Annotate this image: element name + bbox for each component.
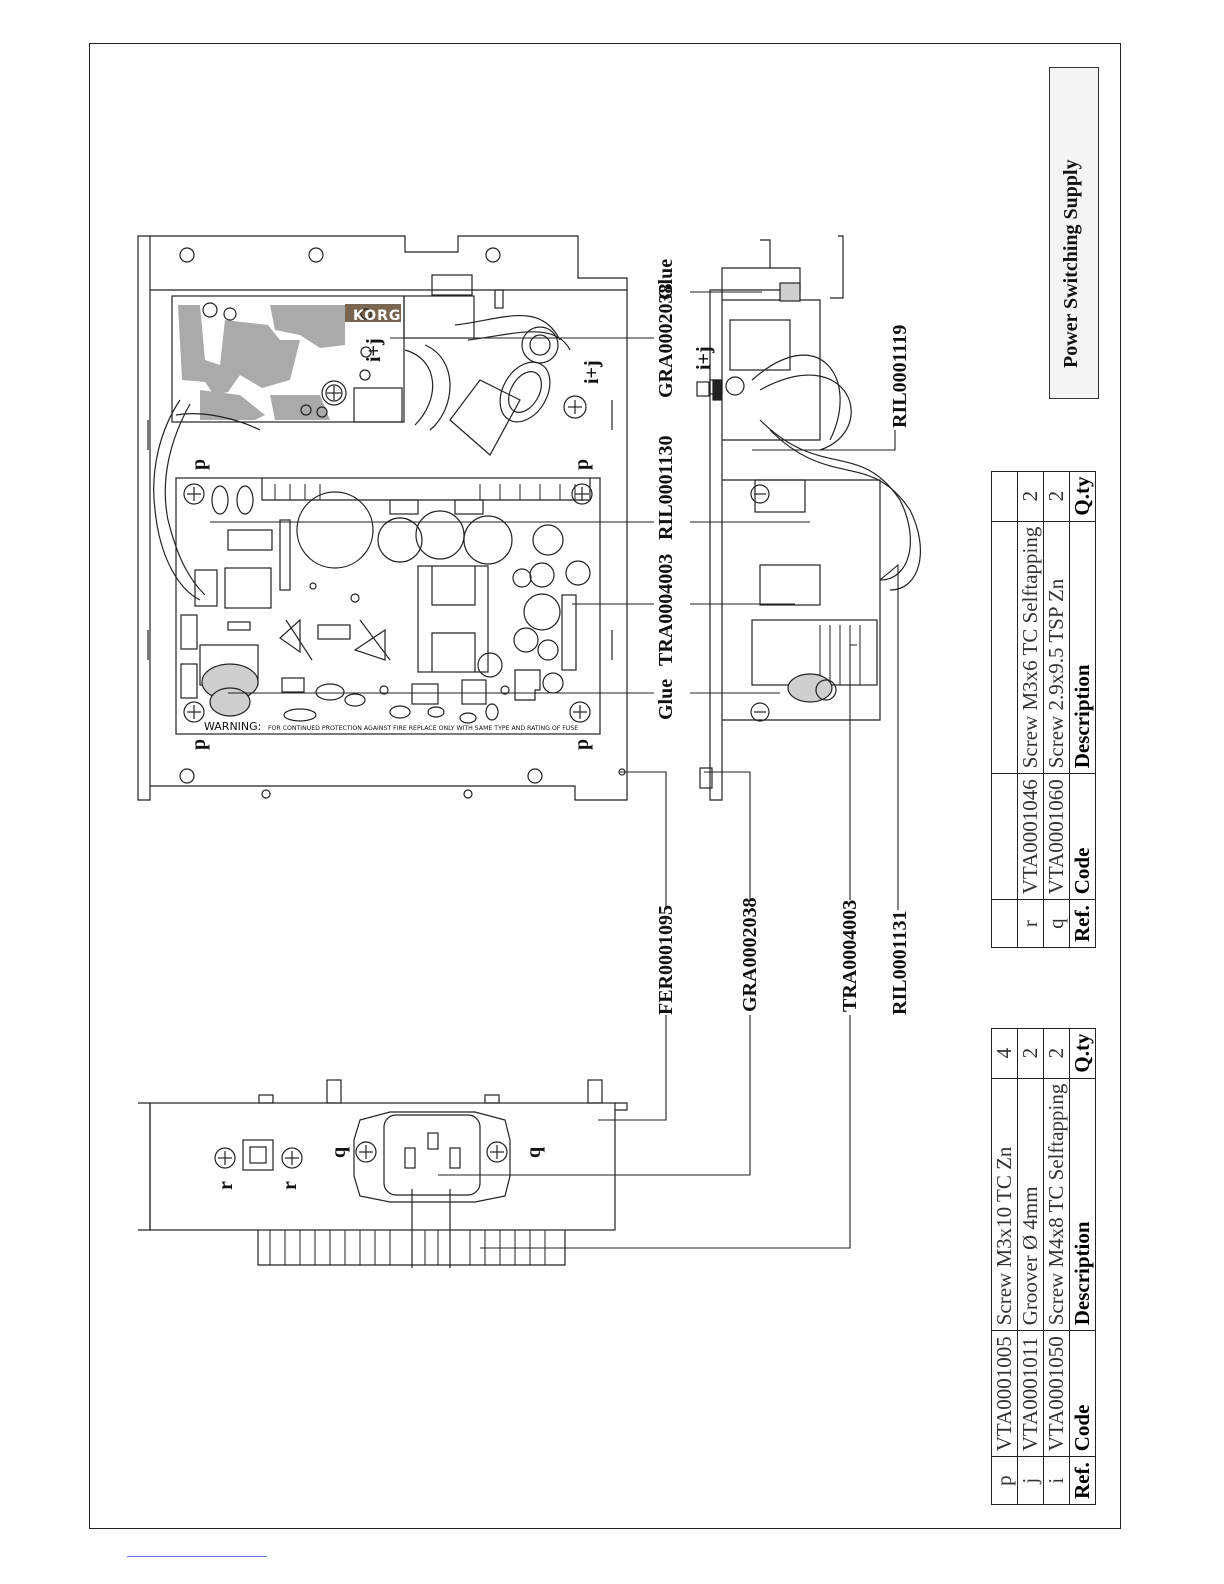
table-row: i VTA0001050 Screw M4x8 TC Selftapping 2	[1043, 1028, 1070, 1505]
code-cell: VTA0001005	[991, 1330, 1018, 1457]
qty-cell: 2	[1043, 1028, 1070, 1079]
code-cell: VTA0001050	[1043, 1330, 1070, 1457]
callout-ril1119: RIL0001119	[889, 325, 911, 428]
pcb-traces	[178, 305, 345, 420]
filter-pcb	[171, 274, 504, 423]
marker-q-1: q	[328, 1147, 350, 1158]
side-view	[696, 235, 921, 801]
header-qty: Q.ty	[1069, 471, 1096, 522]
warning-text: FOR CONTINUED PROTECTION AGAINST FIRE RE…	[268, 725, 578, 732]
qty-cell: 4	[991, 1028, 1018, 1079]
description-cell	[991, 521, 1018, 774]
callout-tra-left: TRA0004003	[839, 900, 861, 1012]
table-header-row: Ref. Code Description Q.ty	[1069, 471, 1096, 948]
description-cell: Screw M3x10 TC Zn	[991, 1078, 1018, 1331]
description-cell: Screw 2.9x9.5 TSP Zn	[1043, 521, 1070, 774]
marker-ij-3: i+j	[693, 346, 715, 370]
parts-table-right-grid: r VTA0001046 Screw M3x6 TC Selftapping 2…	[991, 471, 1096, 948]
cable-grommet	[153, 315, 571, 601]
header-ref: Ref.	[1069, 899, 1096, 948]
table-row: q VTA0001060 Screw 2.9x9.5 TSP Zn 2	[1043, 471, 1070, 948]
code-cell: VTA0001060	[1043, 773, 1070, 900]
drawing-frame	[89, 43, 1121, 1529]
screw-p-group	[183, 395, 593, 723]
marker-ij-2: i+j	[581, 360, 603, 384]
ref-cell: j	[1017, 1456, 1044, 1505]
callout-glue-top: Glue	[655, 259, 677, 300]
table-row: j VTA0001011 Groover Ø 4mm 2	[1017, 1028, 1044, 1505]
header-description: Description	[1069, 1078, 1096, 1331]
ref-cell: i	[1043, 1456, 1070, 1505]
marker-r-1: r	[215, 1181, 237, 1190]
description-cell: Groover Ø 4mm	[1017, 1078, 1044, 1331]
screw-p-2	[571, 483, 593, 505]
screw-ij-main	[563, 395, 587, 419]
ref-cell: q	[1043, 899, 1070, 948]
callout-ril1131: RIL0001131	[889, 911, 911, 1015]
header-code: Code	[1069, 1330, 1096, 1457]
table-header-row: Ref. Code Description Q.ty	[1069, 1028, 1096, 1505]
screw-p-1	[183, 483, 205, 505]
callout-ril1130: RIL0001130	[655, 436, 677, 540]
inlet-plate	[138, 1079, 628, 1268]
qty-cell: 2	[1043, 471, 1070, 522]
title-box: Power Switching Supply	[1049, 67, 1099, 399]
marker-p-2: p	[571, 459, 593, 470]
description-cell: Screw M3x6 TC Selftapping	[1017, 521, 1044, 774]
ref-cell	[991, 899, 1018, 948]
code-cell: VTA0001046	[1017, 773, 1044, 900]
table-row	[991, 471, 1018, 948]
table-row: p VTA0001005 Screw M3x10 TC Zn 4	[991, 1028, 1018, 1505]
marker-ij-1: i+j	[363, 338, 385, 362]
marker-r-2: r	[279, 1181, 301, 1190]
ref-cell: r	[1017, 899, 1044, 948]
header-code: Code	[1069, 773, 1096, 900]
leader-lines	[210, 291, 899, 1249]
callout-gra-left: GRA0002038	[739, 898, 761, 1012]
drawing-title: Power Switching Supply	[1060, 159, 1082, 368]
table-row: r VTA0001046 Screw M3x6 TC Selftapping 2	[1017, 471, 1044, 948]
screw-p-3	[183, 701, 205, 723]
header-qty: Q.ty	[1069, 1028, 1096, 1079]
marker-q-2: q	[523, 1147, 545, 1158]
header-ref: Ref.	[1069, 1456, 1096, 1505]
description-cell: Screw M4x8 TC Selftapping	[1043, 1078, 1070, 1331]
ref-cell: p	[991, 1456, 1018, 1505]
parts-table-right: r VTA0001046 Screw M3x6 TC Selftapping 2…	[991, 471, 1096, 948]
switching-pcb	[175, 477, 601, 735]
marker-p-1: p	[188, 459, 210, 470]
screw-p-4	[569, 701, 591, 723]
qty-cell: 2	[1017, 1028, 1044, 1079]
qty-cell	[991, 471, 1018, 522]
code-cell: VTA0001011	[1017, 1330, 1044, 1457]
parts-table-left-grid: p VTA0001005 Screw M3x10 TC Zn 4 j VTA00…	[991, 1028, 1096, 1505]
callout-fer: FER0001095	[655, 905, 677, 1015]
qty-cell: 2	[1017, 471, 1044, 522]
main-plate	[137, 235, 628, 801]
warning-prefix: WARNING:	[204, 720, 261, 733]
header-description: Description	[1069, 521, 1096, 774]
footer-link-underline	[127, 1556, 267, 1557]
callout-glue-mid: Glue	[655, 679, 677, 720]
parts-table-left: p VTA0001005 Screw M3x10 TC Zn 4 j VTA00…	[991, 1028, 1096, 1505]
korg-logo: KORG	[353, 308, 401, 324]
callout-gra-top: GRA0002038	[655, 284, 677, 398]
marker-p-4: p	[571, 739, 593, 750]
marker-p-3: p	[188, 739, 210, 750]
callout-tra-top: TRA0004003	[655, 554, 677, 666]
code-cell	[991, 773, 1018, 900]
